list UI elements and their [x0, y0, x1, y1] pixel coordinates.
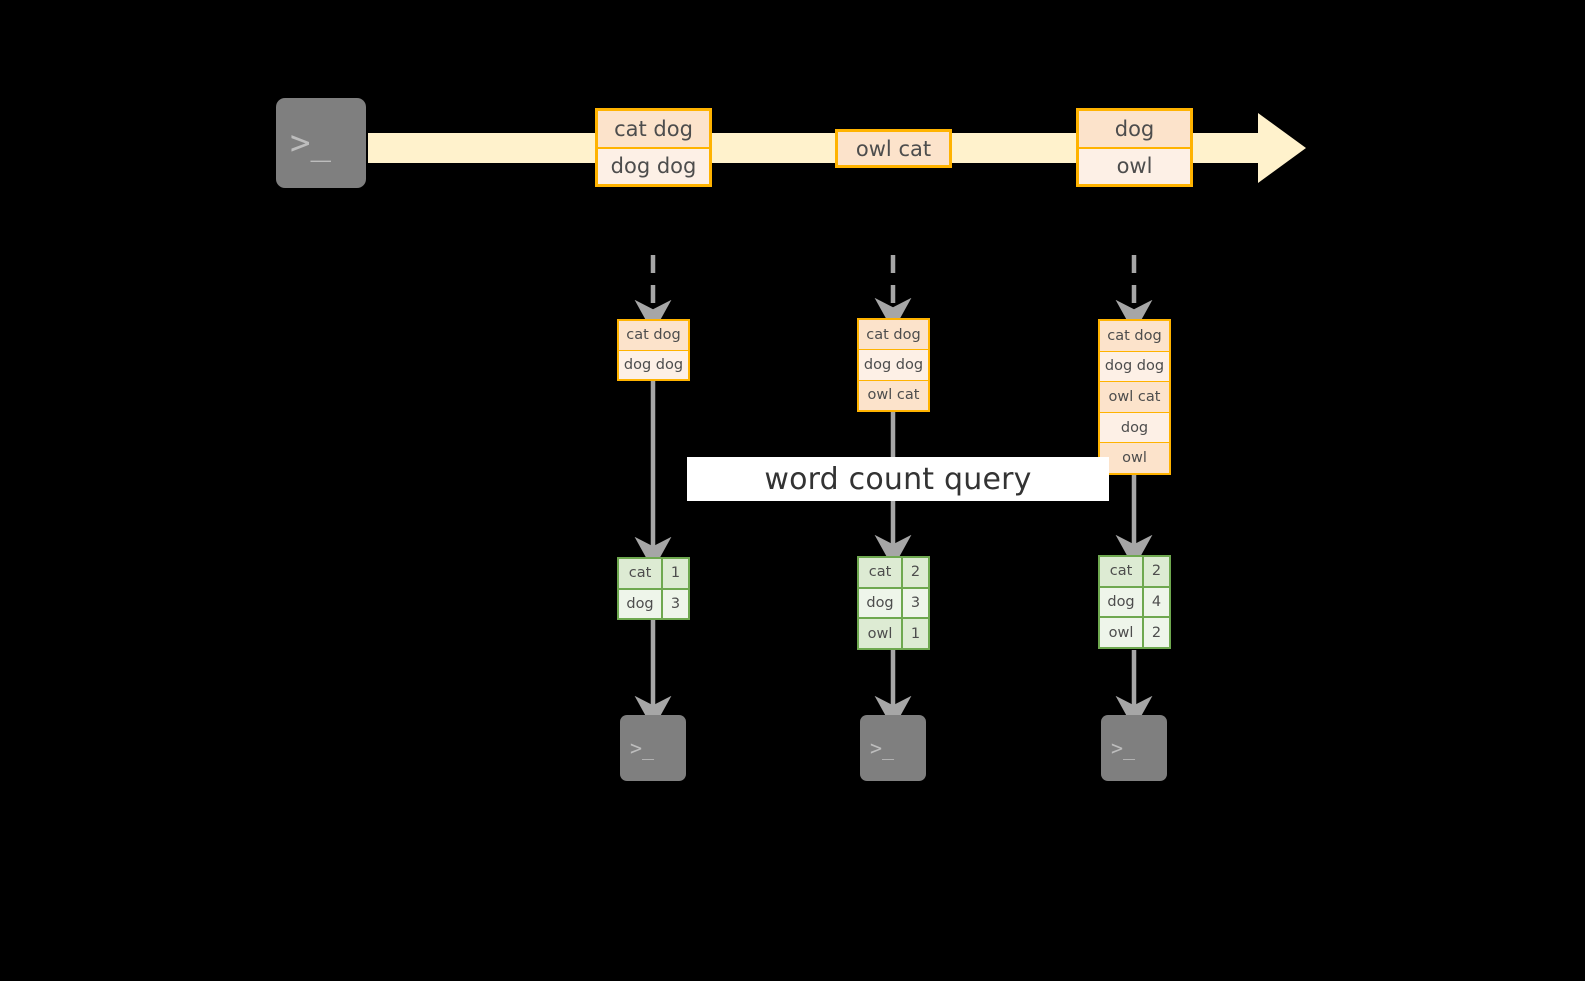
- sink-terminal-1[interactable]: >_: [614, 709, 692, 787]
- buffer-item: dog: [1100, 412, 1169, 444]
- timeline-event: owl cat: [838, 132, 949, 165]
- terminal-prompt-icon: >_: [870, 736, 895, 760]
- query-banner-label: word count query: [764, 461, 1032, 497]
- table-row: dog 4: [1100, 587, 1169, 619]
- buffer-item: dog dog: [859, 350, 928, 381]
- result-table-3[interactable]: cat 2 dog 4 owl 2: [1098, 555, 1171, 649]
- result-word: dog: [859, 588, 903, 618]
- timeline-event: dog dog: [598, 148, 709, 184]
- result-count: 1: [903, 619, 928, 649]
- result-count: 1: [663, 559, 688, 588]
- table-row: cat 1: [619, 559, 688, 590]
- result-count: 4: [1144, 587, 1169, 617]
- source-terminal[interactable]: >_: [268, 90, 374, 196]
- result-word: cat: [859, 558, 903, 587]
- result-count: 2: [903, 558, 928, 587]
- terminal-prompt-icon: >_: [290, 123, 331, 163]
- result-word: cat: [619, 559, 663, 588]
- sink-terminal-3[interactable]: >_: [1095, 709, 1173, 787]
- table-row: owl 1: [859, 619, 928, 649]
- result-count: 2: [1144, 618, 1169, 648]
- timeline-event: dog: [1079, 111, 1190, 149]
- timeline-group-2[interactable]: owl cat: [835, 129, 952, 168]
- result-word: dog: [619, 589, 663, 618]
- table-row: dog 3: [619, 589, 688, 618]
- result-word: owl: [859, 619, 903, 649]
- sink-terminal-2[interactable]: >_: [854, 709, 932, 787]
- result-table-2[interactable]: cat 2 dog 3 owl 1: [857, 556, 930, 650]
- buffer-item: owl cat: [859, 380, 928, 410]
- result-count: 3: [663, 589, 688, 618]
- buffer-stack-1[interactable]: cat dog dog dog: [617, 319, 690, 381]
- buffer-item: dog dog: [619, 350, 688, 379]
- result-table-1[interactable]: cat 1 dog 3: [617, 557, 690, 620]
- result-word: owl: [1100, 618, 1144, 648]
- timeline-group-3[interactable]: dog owl: [1076, 108, 1193, 187]
- buffer-item: owl: [1100, 443, 1169, 473]
- buffer-item: owl cat: [1100, 382, 1169, 413]
- timeline-group-1[interactable]: cat dog dog dog: [595, 108, 712, 187]
- result-count: 3: [903, 588, 928, 618]
- query-banner: word count query: [687, 457, 1109, 501]
- buffer-item: cat dog: [1100, 321, 1169, 352]
- table-row: owl 2: [1100, 618, 1169, 648]
- terminal-prompt-icon: >_: [630, 736, 655, 760]
- buffer-stack-3[interactable]: cat dog dog dog owl cat dog owl: [1098, 319, 1171, 475]
- table-row: cat 2: [1100, 557, 1169, 588]
- timeline-event: owl: [1079, 148, 1190, 184]
- buffer-item: cat dog: [859, 320, 928, 351]
- timeline-event: cat dog: [598, 111, 709, 149]
- result-count: 2: [1144, 557, 1169, 586]
- result-word: dog: [1100, 587, 1144, 617]
- buffer-stack-2[interactable]: cat dog dog dog owl cat: [857, 318, 930, 412]
- result-word: cat: [1100, 557, 1144, 586]
- terminal-prompt-icon: >_: [1111, 736, 1136, 760]
- buffer-item: dog dog: [1100, 351, 1169, 383]
- buffer-item: cat dog: [619, 321, 688, 351]
- table-row: cat 2: [859, 558, 928, 589]
- table-row: dog 3: [859, 588, 928, 620]
